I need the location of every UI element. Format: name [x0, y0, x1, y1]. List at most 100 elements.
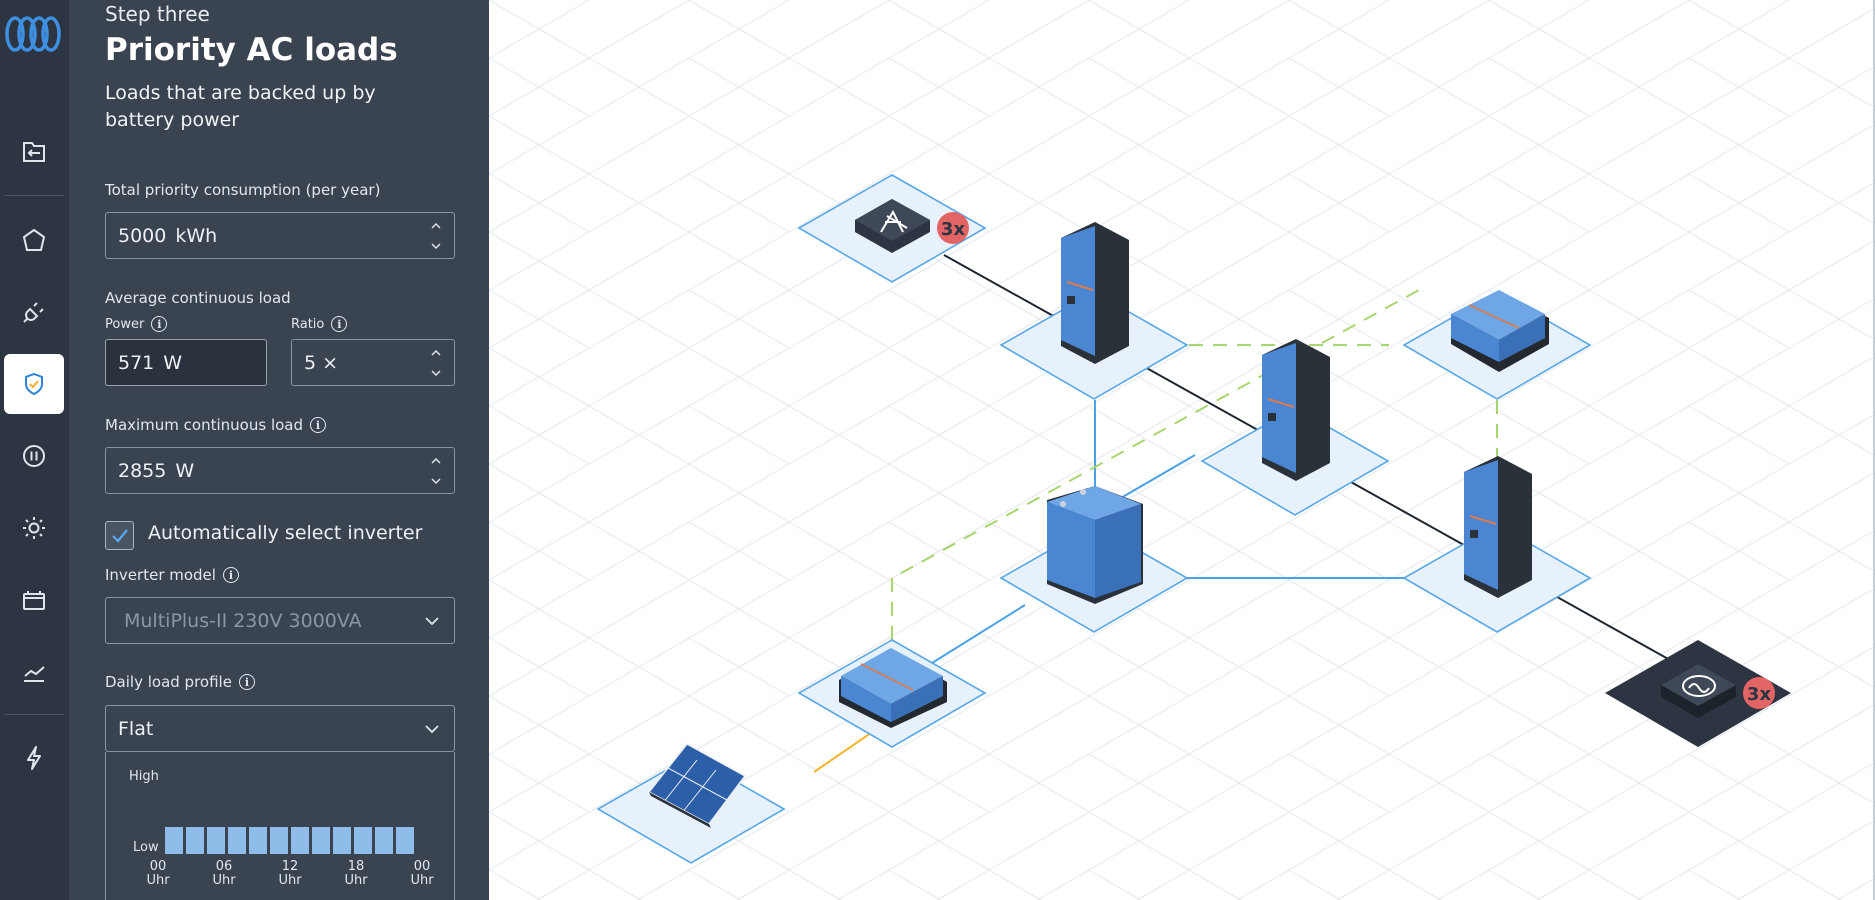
load-count-badge — [1743, 677, 1775, 709]
gx-device[interactable] — [1451, 290, 1549, 372]
ac-wave-icon — [1682, 675, 1716, 697]
max-load-info-icon[interactable]: i — [310, 417, 326, 433]
sun-icon — [23, 517, 45, 539]
total-consumption-unit: kWh — [175, 224, 218, 247]
max-load-label: Maximum continuous load i — [105, 416, 326, 434]
profile-low-label: Low — [133, 840, 159, 855]
profile-bar[interactable] — [375, 827, 393, 854]
profile-bar[interactable] — [333, 827, 351, 854]
battery-node[interactable] — [1047, 486, 1143, 604]
ratio-input[interactable]: 5 × — [291, 339, 455, 386]
profile-bar[interactable] — [291, 827, 309, 854]
total-consumption-stepper[interactable] — [430, 221, 442, 251]
inverter-model-label: Inverter model i — [105, 566, 239, 584]
max-load-stepper[interactable] — [430, 456, 442, 486]
chevron-down-icon[interactable] — [430, 476, 442, 486]
chevron-up-icon[interactable] — [430, 348, 442, 358]
load-profile-info-icon[interactable]: i — [238, 674, 255, 690]
chevron-down-icon — [425, 617, 439, 626]
profile-bar[interactable] — [270, 827, 288, 854]
chevron-down-icon[interactable] — [430, 368, 442, 378]
solar-panel[interactable] — [647, 743, 747, 828]
config-panel: Step three Priority AC loads Loads that … — [69, 0, 489, 900]
total-consumption-value: 5000 — [118, 224, 167, 247]
inverter-model-select[interactable]: MultiPlus-II 230V 3000VA — [105, 597, 455, 644]
step-label: Step three — [105, 2, 210, 26]
average-load-label: Average continuous load — [105, 289, 291, 307]
ratio-unit: × — [322, 351, 339, 374]
nav-shield[interactable] — [4, 354, 64, 414]
chevron-down-icon — [425, 725, 439, 734]
auto-select-inverter-label[interactable]: Automatically select inverter — [148, 522, 423, 544]
chart-line-icon — [24, 666, 45, 682]
power-pylon-icon — [880, 209, 908, 233]
load-count-label: 3x — [1747, 684, 1772, 705]
nav-battery[interactable] — [4, 570, 64, 630]
power-value: 571 — [118, 351, 155, 374]
chevron-up-icon[interactable] — [430, 456, 442, 466]
load-profile-label: Daily load profile i — [105, 673, 255, 691]
nav-bolt[interactable] — [4, 728, 64, 788]
profile-bar[interactable] — [186, 827, 204, 854]
power-field: 571 W — [105, 339, 267, 386]
profile-bar[interactable] — [249, 827, 267, 854]
inverter-2[interactable] — [1262, 339, 1330, 481]
nav-sun[interactable] — [4, 498, 64, 558]
nav-plug[interactable] — [4, 282, 64, 342]
power-unit: W — [163, 351, 183, 374]
profile-bar[interactable] — [396, 827, 414, 854]
chevron-up-icon[interactable] — [430, 221, 442, 231]
profile-bar[interactable] — [165, 827, 183, 854]
ratio-info-icon[interactable]: i — [331, 316, 348, 332]
inverter-1[interactable] — [1061, 222, 1129, 364]
mppt-charger[interactable] — [839, 648, 947, 728]
checkmark-icon — [111, 528, 128, 543]
nav-import-export[interactable] — [4, 122, 64, 182]
total-consumption-label: Total priority consumption (per year) — [105, 181, 381, 199]
nav-chart[interactable] — [4, 642, 64, 702]
plug-icon — [23, 302, 44, 323]
page-title: Priority AC loads — [105, 32, 398, 68]
max-load-unit: W — [175, 459, 195, 482]
total-consumption-input[interactable]: 5000 kWh — [105, 212, 455, 259]
profile-high-label: High — [129, 769, 159, 784]
grid-count-badge — [937, 212, 969, 244]
max-load-input[interactable]: 2855 W — [105, 447, 455, 494]
system-diagram: 3x — [489, 0, 1875, 900]
profile-bar[interactable] — [228, 827, 246, 854]
house-icon — [22, 228, 46, 251]
grid-count-label: 3x — [941, 219, 966, 240]
load-profile-value: Flat — [118, 717, 154, 740]
victron-logo-icon — [3, 14, 65, 54]
profile-bar[interactable] — [312, 827, 330, 854]
power-info-icon[interactable]: i — [151, 316, 168, 332]
profile-bar[interactable] — [207, 827, 225, 854]
nav-pause[interactable] — [4, 426, 64, 486]
profile-bar[interactable] — [354, 827, 372, 854]
ratio-label: Ratio i — [291, 316, 348, 332]
pause-icon — [23, 445, 45, 467]
profile-bars — [165, 820, 414, 854]
ratio-stepper[interactable] — [430, 348, 442, 378]
auto-select-inverter-checkbox[interactable] — [105, 521, 134, 550]
grid-node[interactable]: 3x — [855, 199, 969, 253]
inverter-model-info-icon[interactable]: i — [222, 567, 239, 583]
system-diagram-canvas[interactable]: 3x — [489, 0, 1875, 900]
battery-icon — [23, 591, 45, 610]
load-profile-select[interactable]: Flat — [105, 705, 455, 752]
chevron-down-icon[interactable] — [430, 241, 442, 251]
shield-check-icon — [25, 372, 43, 396]
import-export-icon — [23, 142, 45, 162]
inverter-3[interactable] — [1464, 456, 1532, 598]
ac-loads-node[interactable]: 3x — [1661, 664, 1775, 718]
icon-rail — [0, 0, 69, 900]
power-label: Power i — [105, 316, 168, 332]
ratio-value: 5 — [304, 351, 317, 374]
bolt-icon — [27, 746, 41, 770]
nav-house[interactable] — [4, 210, 64, 270]
